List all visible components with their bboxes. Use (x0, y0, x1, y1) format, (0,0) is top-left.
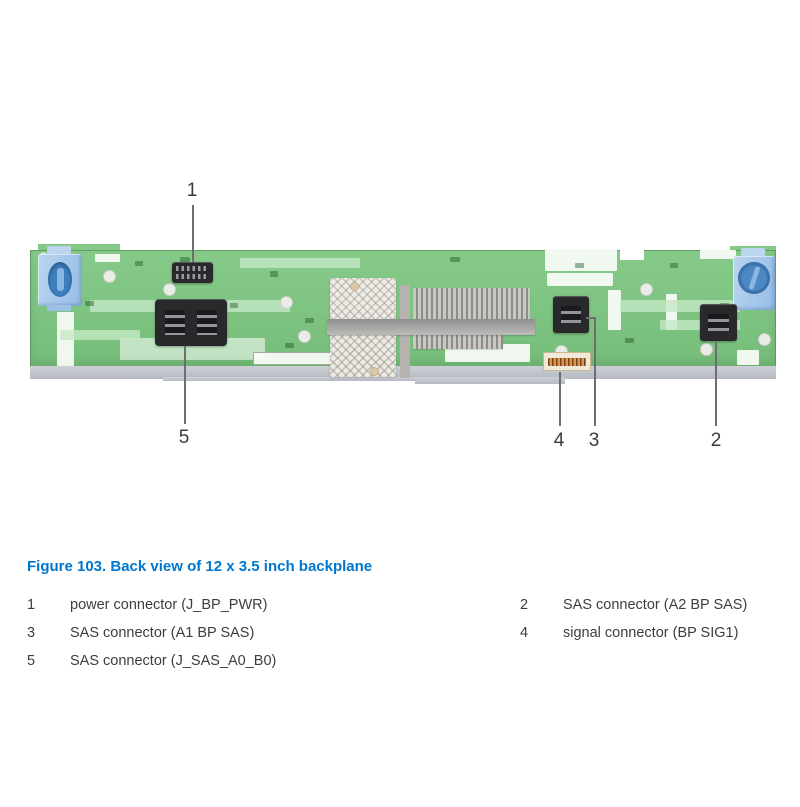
legend-label: SAS connector (A1 BP SAS) (70, 625, 255, 641)
legend-label: power connector (J_BP_PWR) (70, 597, 268, 613)
figure-caption: Figure 103. Back view of 12 x 3.5 inch b… (27, 558, 373, 575)
board-label (545, 249, 617, 271)
guide-slot (608, 290, 621, 330)
smd-component (625, 338, 634, 343)
connector-pins (176, 274, 209, 279)
legend-number: 4 (520, 625, 529, 641)
standoff (280, 296, 293, 309)
sas-port (194, 306, 220, 339)
pcb-top-tab-left (38, 244, 120, 252)
legend-label: SAS connector (J_SAS_A0_B0) (70, 653, 277, 669)
legend-item-4: 4 signal connector (BP SIG1) (520, 625, 738, 641)
standoff (700, 343, 713, 356)
heatsink-screw (350, 282, 359, 291)
callout-3-line (594, 317, 596, 426)
standoff (103, 270, 116, 283)
sas-port (558, 302, 584, 327)
connector-pins (176, 266, 209, 271)
thumbscrew-slot (56, 268, 64, 291)
callout-2: 2 (710, 430, 722, 451)
guide-slot (666, 294, 677, 330)
legend-number: 2 (520, 597, 529, 613)
backplane-board (30, 243, 776, 388)
sas-connector-j-sas-a0-b0 (155, 299, 227, 346)
legend-item-2: 2 SAS connector (A2 BP SAS) (520, 597, 747, 613)
sas-port (705, 310, 732, 335)
legend-label: signal connector (BP SIG1) (563, 625, 739, 641)
left-thumbscrew (38, 246, 82, 311)
thumbscrew-head (48, 262, 72, 297)
board-metal-edge-step (163, 377, 420, 381)
callout-5-line (184, 346, 186, 424)
smd-component (135, 261, 143, 266)
card-edge-fins (413, 335, 503, 349)
legend-number: 5 (27, 653, 36, 669)
thumbscrew-tab (741, 248, 765, 257)
card-bracket-bar (327, 319, 535, 335)
callout-1: 1 (186, 180, 198, 201)
signal-connector-pins (548, 358, 586, 366)
standoff (298, 330, 311, 343)
signal-connector-bp-sig1 (543, 352, 591, 371)
legend-number: 3 (27, 625, 36, 641)
smd-component (450, 257, 460, 262)
callout-3-line (586, 317, 595, 319)
callout-4: 4 (553, 430, 565, 451)
callout-3: 3 (588, 430, 600, 451)
callout-1-line (192, 205, 194, 262)
silkscreen-label (700, 250, 736, 259)
standoff (640, 283, 653, 296)
smd-component (230, 303, 238, 308)
thumbscrew-tab (47, 246, 71, 255)
sas-port (162, 306, 188, 339)
smd-component (180, 257, 190, 262)
legend-label: SAS connector (A2 BP SAS) (563, 597, 748, 613)
legend-item-5: 5 SAS connector (J_SAS_A0_B0) (27, 653, 276, 669)
thumbscrew-head (738, 262, 770, 294)
card-edge-fins (413, 288, 530, 319)
callout-2-line (715, 342, 717, 426)
smd-component (285, 343, 294, 348)
sas-connector-a1-bp-sas (553, 296, 589, 333)
silkscreen-label (95, 254, 120, 262)
callout-4-line (559, 372, 561, 426)
pcb-top-notch (620, 250, 644, 260)
power-connector-j-bp-pwr (172, 262, 213, 283)
smd-component (575, 263, 584, 268)
trace-band (240, 258, 360, 268)
sas-connector-a2-bp-sas (700, 304, 737, 341)
heatsink-screw (370, 367, 379, 376)
smd-component (270, 271, 278, 277)
thumbscrew-foot (47, 305, 71, 311)
standoff (163, 283, 176, 296)
legend-number: 1 (27, 597, 36, 613)
trace-band (60, 330, 140, 340)
smd-component (305, 318, 314, 323)
right-thumbscrew (733, 248, 775, 312)
smd-component (670, 263, 678, 268)
legend-item-1: 1 power connector (J_BP_PWR) (27, 597, 267, 613)
small-connector (737, 350, 759, 365)
callout-5: 5 (178, 427, 190, 448)
smd-component (85, 301, 94, 306)
board-metal-edge-step (415, 377, 565, 384)
board-label (547, 273, 613, 286)
standoff (758, 333, 771, 346)
legend-item-3: 3 SAS connector (A1 BP SAS) (27, 625, 254, 641)
thumbscrew-slot (748, 265, 761, 291)
